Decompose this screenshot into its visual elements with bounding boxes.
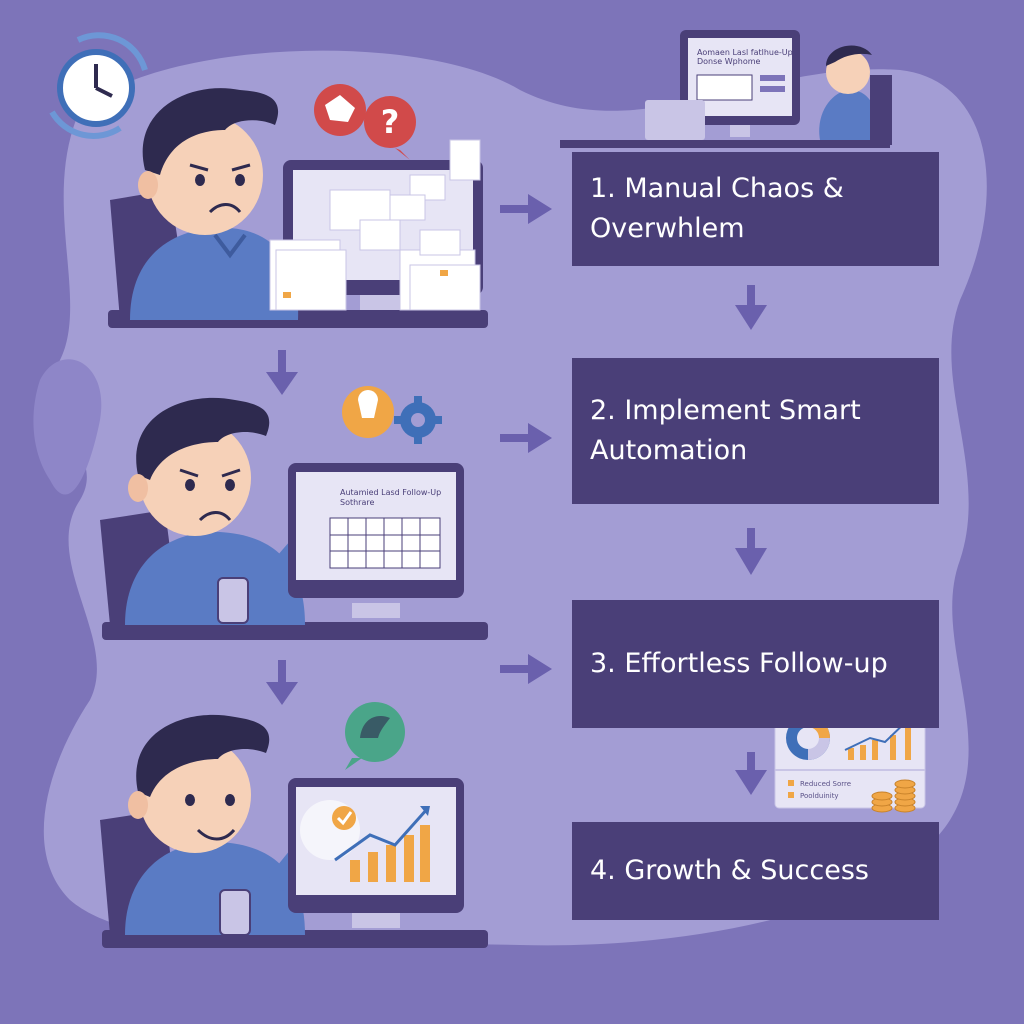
step-3-label: 3. Effortless Follow-up [590,648,888,679]
arrow-icon [500,194,552,224]
scene2-screen-line1: Autamied Lasd Follow-Up [340,488,441,497]
arrow-icon [266,660,298,705]
scene2-screen-line2: Sothrare [340,498,374,507]
dashboard-legend1: Reduced Sorre [800,780,851,788]
scene-top-office: Aomaen Lasl fatlhue-Up Donse Wphome [560,30,892,148]
arrow-icon [500,654,552,684]
gear-icon [394,396,442,444]
clock-icon [49,32,148,139]
svg-text:?: ? [381,103,400,141]
scene-smart-automation: Autamied Lasd Follow-Up Sothrare [100,397,488,640]
scene-growth [100,714,488,948]
question-icon: ? [364,96,416,160]
strength-icon [345,702,405,770]
arrows [266,194,767,795]
step-2-smart-automation: 2. Implement Smart Automation [572,358,939,504]
step-4-label: 4. Growth & Success [590,855,869,886]
top-monitor-line1: Aomaen Lasl fatlhue-Up [697,48,793,57]
scene-manual-chaos [108,88,488,328]
arrow-icon [266,350,298,395]
step-4-growth-success: 4. Growth & Success [572,822,939,920]
coins-icon [871,779,916,813]
arrow-icon [735,752,767,795]
step-1-manual-chaos: 1. Manual Chaos & Overwhlem [572,152,939,266]
background-blob-left [33,359,102,495]
top-monitor-line2: Donse Wphome [697,57,761,66]
crumpled-paper-icon [314,84,366,136]
calendar-grid [329,517,441,569]
arrow-icon [735,285,767,330]
step-2-label: 2. Implement Smart Automation [590,395,861,466]
lightbulb-icon [342,386,394,438]
checkmark-icon [332,806,356,830]
dashboard-legend2: Poolduinity [800,792,839,800]
step-1-label: 1. Manual Chaos & Overwhlem [590,173,844,244]
arrow-icon [500,423,552,453]
arrow-icon [735,528,767,575]
step-3-effortless-follow-up: 3. Effortless Follow-up [572,600,939,728]
